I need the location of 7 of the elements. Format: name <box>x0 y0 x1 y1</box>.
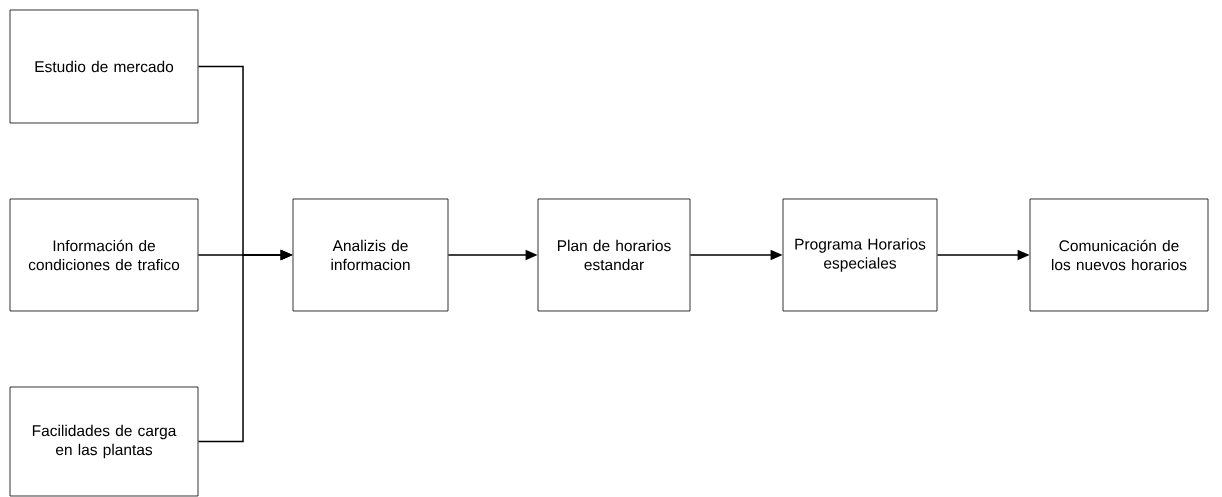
process-box: Analizis de informacion <box>292 198 449 312</box>
process-box: Estudio de mercado <box>9 9 199 124</box>
process-box: Información de condiciones de trafico <box>9 198 199 312</box>
process-box: Programa Horarios especiales <box>782 198 938 312</box>
process-box: Facilidades de carga en las plantas <box>9 386 199 497</box>
process-box: Plan de horarios estandar <box>537 198 691 312</box>
process-box: Comunicación de los nuevos horarios <box>1029 198 1209 312</box>
